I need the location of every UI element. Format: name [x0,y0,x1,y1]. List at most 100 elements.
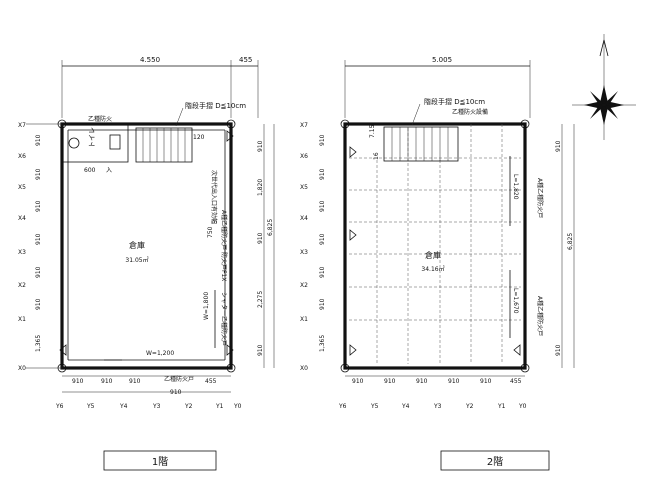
floor1-row-x0: X0 [18,365,26,372]
floor2-outer-wall [343,122,527,370]
floor1-bottom-fire-door: 乙種防火戸 [164,375,194,383]
floor1-row-x7: X7 [18,122,26,129]
floor1-columns [57,119,236,373]
floor2-col-y3: Y3 [433,403,442,410]
floor2-right-upper: A種乙種防火戸 [536,178,544,218]
floor2-room-name: 倉庫 [425,250,441,260]
floor1-entry-mark: 入 [106,167,112,174]
floor1-left-dim-6: 910 [35,298,42,310]
floor1-right-dim-4: 2,275 [257,291,264,308]
floor1-left-dim-1: 910 [35,134,42,146]
floor1-right-dim-3: 910 [257,232,264,244]
floor2-row-x3: X3 [300,249,308,256]
floor1-row-x5: X5 [18,184,26,191]
floor2-row-x4: X4 [300,215,308,222]
floor2-right-dim-3: 910 [555,344,562,356]
floor1-room-area: 31.05㎡ [125,256,148,264]
floor1-bottom-dims: 910 910 910 455 910 [62,375,231,396]
floor2-stair-note: 階段手摺 D≦10cm [424,97,485,106]
floor2-right-dims: 910 6,825 910 [555,124,575,368]
floor1-row-x4: X4 [18,215,26,222]
floor1-bottom-dim-3: 910 [129,378,141,385]
floor1-right-dims: 910 1,820 910 2,275 910 6,825 [257,124,275,368]
floor1-w1800: W=1,800 [203,292,210,320]
floor1-top-dim-side: 455 [239,56,252,64]
floor2-bottom-dim-6: 455 [510,378,522,385]
floor2-right-lower: A種乙種防火戸 [536,296,544,336]
floor1-note-shutter: シャター乙種防火戸 [220,292,228,346]
floor1-w1200: W=1,200 [146,350,174,357]
floor2-plan: 5.005 7.15 [300,56,575,471]
floor2-row-x7: X7 [300,122,308,129]
floor1-row-x2: X2 [18,282,26,289]
floor2-caption-box [440,450,550,471]
floor1-col-y5: Y5 [86,403,95,410]
floor1-fire-door-top: 乙種防火 [88,115,112,123]
floor2-left-dim-1: 910 [319,134,326,146]
floor2-fire-sub: 乙種防火設備 [452,108,488,116]
floor1-caption-box [103,450,217,471]
floor1-caption: 1階 [152,456,168,468]
floor2-columns [340,119,530,373]
floor2-left-dim-6: 910 [319,298,326,310]
floor1-left-dim-5: 910 [35,266,42,278]
floor1-row-x6: X6 [18,153,26,160]
floor2-col-y1: Y1 [497,403,506,410]
floor1-toilet-room [61,123,129,163]
floor2-floor-grid [349,124,521,364]
floor2-col-y0: Y0 [518,403,527,410]
floor2-row-x1: X1 [300,316,308,323]
floor2-room-area: 34.16㎡ [421,265,444,273]
floor1-bottom-dim-1: 910 [72,378,84,385]
floor1-room-name: 倉庫 [129,240,145,250]
floor1-col-y3: Y3 [152,403,161,410]
floor2-col-y4: Y4 [401,403,410,410]
floor2-l1820: L=1,820 [512,174,519,200]
floor2-right-dim-1: 910 [555,140,562,152]
floor1-stairs [135,127,193,163]
floor1-stair-note: 階段手摺 D≦10cm [185,101,246,110]
floor2-bottom-dim-4: 910 [448,378,460,385]
floor1-col-y4: Y4 [119,403,128,410]
floor2-bottom-dim-2: 910 [384,378,396,385]
floor2-col-axis: Y6 Y5 Y4 Y3 Y2 Y1 Y0 [338,403,527,410]
floor1-right-total: 6,825 [267,219,274,236]
floor2-row-x6: X6 [300,153,308,160]
floor2-top-dim: 5.005 [432,56,452,64]
floor1-note-fire-door-f1: 防火戸F1X [220,252,228,281]
floor2-left-dim-4: 910 [319,233,326,245]
floor2-row-axis: X7 X6 X5 X4 X3 X2 X1 X0 910 910 910 910 … [300,122,326,372]
floor1-dim-750: 750 [207,226,214,238]
floor1-col-y1: Y1 [215,403,224,410]
floor2-row-x5: X5 [300,184,308,191]
floor2-stairs [383,126,459,162]
floor1-outer-wall [60,122,233,370]
floor1-stair-dim: 120 [193,134,205,141]
floor2-col-y5: Y5 [370,403,379,410]
floor1-plan: 4.550 455 トイレ 600 入 120 乙種防火 階段手摺 D≦1 [18,56,275,471]
floor1-row-x3: X3 [18,249,26,256]
floor1-left-dim-3: 910 [35,200,42,212]
floor1-col-axis: Y6 Y5 Y4 Y3 Y2 Y1 Y0 [55,403,242,410]
floor2-stair-dim-2: 16 [373,152,380,160]
floor2-left-dim-5: 910 [319,266,326,278]
sink-icon [109,134,121,150]
floor1-row-x1: X1 [18,316,26,323]
floor2-bottom-dim-5: 910 [480,378,492,385]
floor2-col-y6: Y6 [338,403,347,410]
floor2-bottom-dims: 910 910 910 910 910 455 [345,375,525,385]
floor1-right-dim-5: 910 [257,344,264,356]
floor2-row-x2: X2 [300,282,308,289]
floor2-l1670: L=1,670 [512,288,519,314]
floor1-bottom-dim-6: 455 [205,378,217,385]
floor1-bottom-dim-2: 910 [101,378,113,385]
floor2-col-y2: Y2 [465,403,474,410]
floor2-left-dim-7: 1,365 [319,335,326,352]
floor1-toilet-label: トイレ [88,127,96,148]
floor2-right-dim-2: 6,825 [567,233,574,250]
floor2-caption: 2階 [487,456,503,468]
floor1-left-dim-4: 910 [35,233,42,245]
floor1-top-dim-main: 4.550 [140,56,160,64]
floor2-stair-dim-1: 7.15 [369,124,376,138]
